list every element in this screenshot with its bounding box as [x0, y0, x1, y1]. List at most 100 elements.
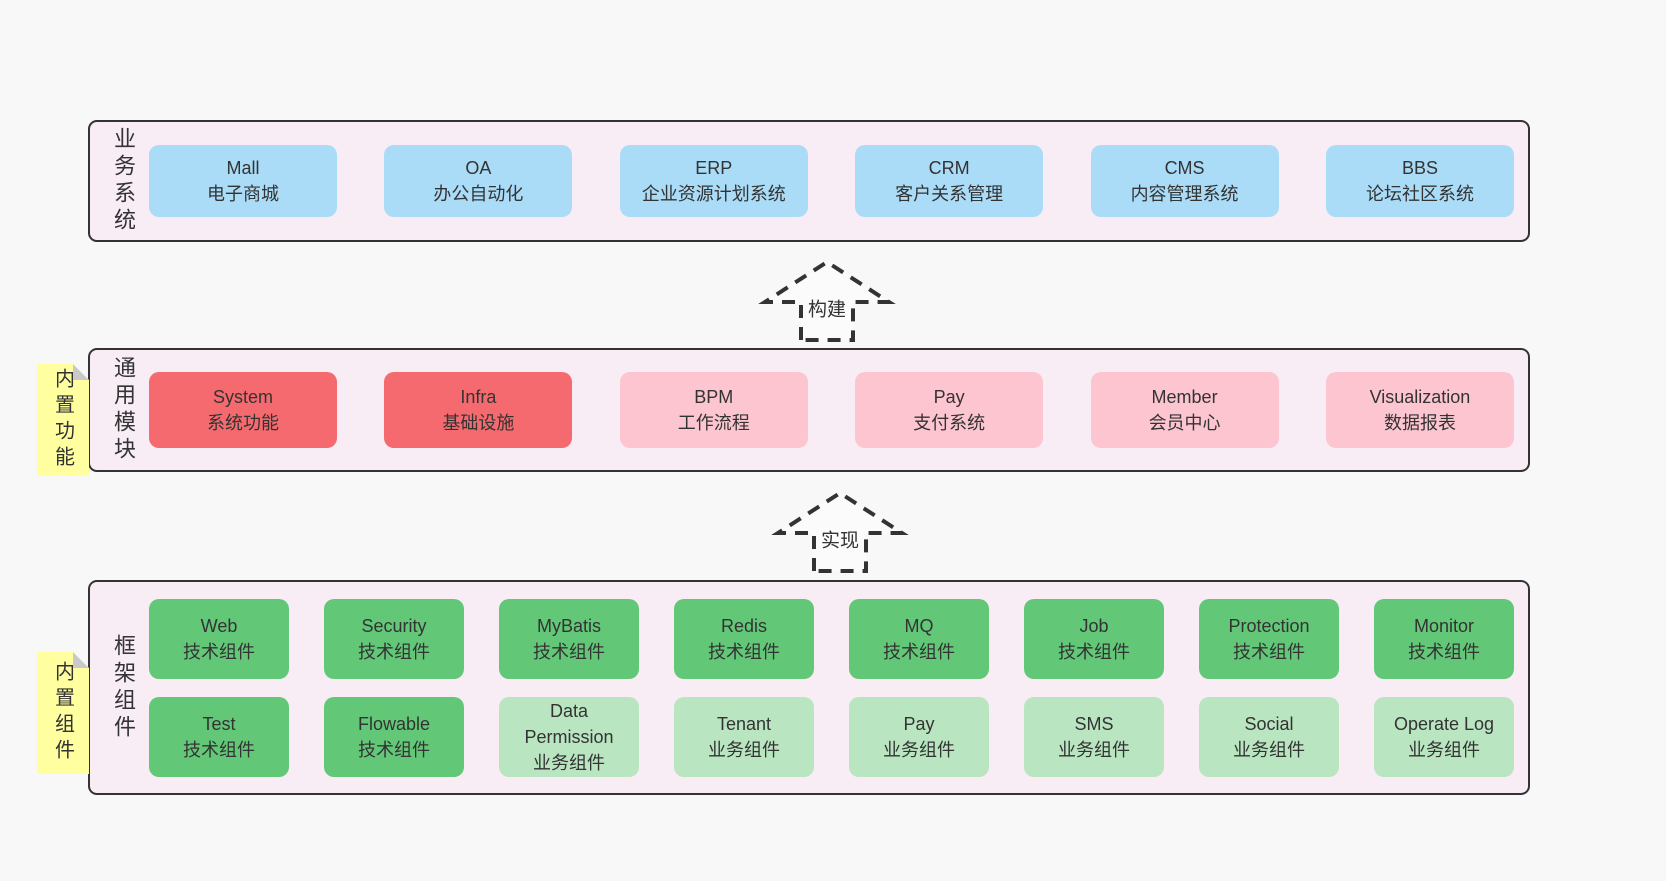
- box-subtitle: 办公自动化: [433, 184, 524, 204]
- box-subtitle: 技术组件: [533, 641, 605, 662]
- box-title: Member: [1151, 387, 1218, 407]
- box-title: BPM: [694, 387, 734, 407]
- box-test: Test 技术组件: [149, 696, 289, 777]
- box-subtitle: 业务组件: [708, 739, 780, 760]
- box-subtitle: 系统功能: [207, 413, 279, 433]
- box-title: Tenant: [716, 713, 772, 734]
- box-job: Job 技术组件: [1024, 598, 1164, 679]
- box-cms: CMS 内容管理系统: [1090, 145, 1279, 217]
- box-infra: Infra 基础设施: [384, 372, 573, 448]
- box-title: System: [212, 387, 273, 407]
- sticky-note-built-in-features: 内置功能: [37, 364, 89, 476]
- layer-side-label: 框架组件: [111, 633, 136, 742]
- box-erp: ERP 企业资源计划系统: [619, 145, 808, 217]
- framework-row-1: Web 技术组件 Security 技术组件 MyBatis 技术组件 Redi…: [149, 598, 1514, 679]
- box-subtitle: 内容管理系统: [1130, 184, 1239, 204]
- box-redis: Redis 技术组件: [674, 598, 814, 679]
- box-title: Test: [202, 713, 236, 734]
- box-subtitle: 基础设施: [442, 413, 515, 433]
- box-title: Operate Log: [1393, 713, 1495, 734]
- framework-row-2: Test 技术组件 Flowable 技术组件 Data Permission …: [149, 696, 1514, 777]
- framework-boxes-grid: Web 技术组件 Security 技术组件 MyBatis 技术组件 Redi…: [142, 598, 1528, 777]
- common-modules-row: System 系统功能 Infra 基础设施 BPM 工作流程 Pay 支付系统…: [142, 372, 1528, 448]
- folded-corner-icon: [73, 364, 89, 380]
- box-subtitle: 技术组件: [183, 739, 255, 760]
- box-bpm: BPM 工作流程: [619, 372, 808, 448]
- sticky-note-built-in-components: 内置组件: [37, 652, 89, 774]
- box-subtitle: 电子商城: [207, 184, 279, 204]
- box-flowable: Flowable 技术组件: [324, 696, 464, 777]
- sticky-note-label: 内置组件: [51, 661, 74, 765]
- box-subtitle: 业务组件: [883, 739, 955, 760]
- arrow-up-implement: 实现: [770, 487, 910, 573]
- box-subtitle: 工作流程: [677, 413, 750, 433]
- box-pay-component: Pay 业务组件: [849, 696, 989, 777]
- box-operate-log: Operate Log 业务组件: [1374, 696, 1514, 777]
- box-social: Social 业务组件: [1199, 696, 1339, 777]
- box-title: Pay: [903, 713, 935, 734]
- layer-side-label: 通用模块: [111, 356, 136, 464]
- layer-side-label: 业务系统: [111, 127, 136, 235]
- box-title: BBS: [1401, 158, 1438, 178]
- layer-business-systems: 业务系统 Mall 电子商城 OA 办公自动化 ERP 企业资源计划系统 CRM…: [88, 120, 1530, 242]
- box-monitor: Monitor 技术组件: [1374, 598, 1514, 679]
- box-title: Pay: [933, 387, 965, 407]
- box-subtitle: 技术组件: [1058, 641, 1130, 662]
- box-subtitle: 客户关系管理: [895, 184, 1004, 204]
- box-title: OA: [465, 158, 492, 178]
- box-subtitle: 业务组件: [533, 752, 605, 773]
- box-title: Mall: [226, 158, 260, 178]
- box-title: Infra: [460, 387, 497, 407]
- box-title: Visualization: [1369, 387, 1471, 407]
- business-boxes-row: Mall 电子商城 OA 办公自动化 ERP 企业资源计划系统 CRM 客户关系…: [142, 145, 1528, 217]
- box-web: Web 技术组件: [149, 598, 289, 679]
- box-title: MQ: [904, 615, 934, 636]
- box-subtitle: 会员中心: [1148, 413, 1221, 433]
- box-title: CMS: [1164, 158, 1205, 178]
- box-subtitle: 业务组件: [1233, 739, 1305, 760]
- box-title: Web: [200, 615, 238, 636]
- box-title: Social: [1244, 713, 1294, 734]
- box-title: Security: [361, 615, 427, 636]
- folded-corner-icon: [73, 652, 89, 668]
- box-title: Redis: [720, 615, 768, 636]
- layer-common-modules: 通用模块 System 系统功能 Infra 基础设施 BPM 工作流程 Pay…: [88, 348, 1530, 472]
- box-subtitle: 支付系统: [913, 413, 986, 433]
- box-crm: CRM 客户关系管理: [855, 145, 1044, 217]
- box-title: ERP: [695, 158, 733, 178]
- arrow-label: 构建: [804, 293, 850, 323]
- box-title: Monitor: [1413, 615, 1475, 636]
- box-subtitle: 技术组件: [1233, 641, 1305, 662]
- box-subtitle: 技术组件: [708, 641, 780, 662]
- box-mall: Mall 电子商城: [149, 145, 337, 217]
- box-title: Protection: [1228, 615, 1310, 636]
- box-subtitle: 技术组件: [358, 641, 430, 662]
- box-title: Job: [1079, 615, 1109, 636]
- box-title: CRM: [928, 158, 970, 178]
- box-system: System 系统功能: [149, 372, 337, 448]
- box-subtitle: 技术组件: [358, 739, 430, 760]
- layer-framework-components: 框架组件 Web 技术组件 Security 技术组件 MyBatis 技术组件…: [88, 580, 1530, 795]
- box-title: SMS: [1074, 713, 1114, 734]
- box-subtitle: 论坛社区系统: [1365, 184, 1474, 204]
- box-protection: Protection 技术组件: [1199, 598, 1339, 679]
- box-mybatis: MyBatis 技术组件: [499, 598, 639, 679]
- box-title: Data Permission: [524, 700, 614, 747]
- box-data-permission: Data Permission 业务组件: [499, 696, 639, 777]
- box-subtitle: 业务组件: [1408, 739, 1480, 760]
- box-subtitle: 技术组件: [183, 641, 255, 662]
- box-subtitle: 技术组件: [1408, 641, 1480, 662]
- arrow-label: 实现: [817, 524, 863, 554]
- arrow-up-build: 构建: [757, 256, 897, 342]
- box-pay: Pay 支付系统: [855, 372, 1044, 448]
- box-sms: SMS 业务组件: [1024, 696, 1164, 777]
- box-title: Flowable: [357, 713, 431, 734]
- box-oa: OA 办公自动化: [384, 145, 573, 217]
- box-visualization: Visualization 数据报表: [1325, 372, 1514, 448]
- box-bbs: BBS 论坛社区系统: [1325, 145, 1514, 217]
- box-mq: MQ 技术组件: [849, 598, 989, 679]
- box-security: Security 技术组件: [324, 598, 464, 679]
- box-member: Member 会员中心: [1090, 372, 1279, 448]
- box-subtitle: 技术组件: [883, 641, 955, 662]
